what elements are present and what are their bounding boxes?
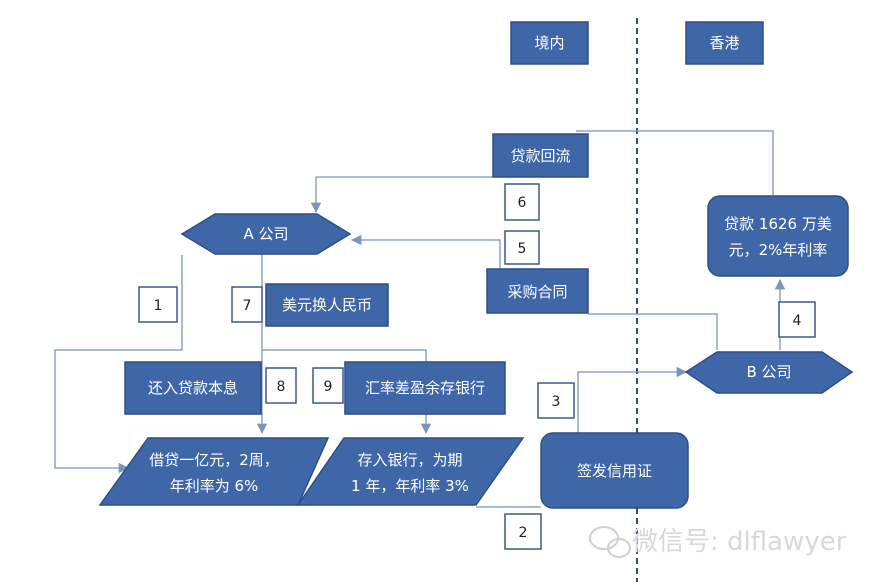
node-issue-lc-label: 签发信用证	[577, 462, 652, 480]
step-4-label: 4	[793, 313, 802, 329]
watermark: 微信号: dlflawyer	[589, 526, 847, 558]
step-4: 4	[778, 301, 816, 338]
node-usd-to-rmb: 美元换人民币	[265, 283, 389, 327]
region-hongkong-label: 香港	[709, 34, 739, 52]
node-company-a-label: A 公司	[243, 225, 288, 243]
node-purchase-contract: 采购合同	[486, 268, 589, 314]
connector-contract-to-a	[350, 234, 501, 268]
step-1-label: 1	[154, 298, 163, 314]
step-6: 6	[504, 183, 540, 221]
node-fx-gain-deposit-label: 汇率差盈余存银行	[365, 379, 485, 397]
region-hongkong: 香港	[685, 21, 764, 65]
node-loan-return-label: 贷款回流	[510, 147, 570, 165]
connector-hkloan-to-return	[576, 130, 774, 195]
step-2-label: 2	[519, 525, 528, 541]
connector-loan-return-to-a	[310, 176, 493, 214]
node-borrow-line2: 年利率为 6%	[170, 477, 259, 495]
node-deposit-line2: 1 年，年利率 3%	[351, 477, 469, 495]
node-hk-loan: 贷款 1626 万美 元，2%年利率	[707, 195, 849, 277]
step-9: 9	[312, 367, 344, 404]
node-hk-loan-line1: 贷款 1626 万美	[724, 215, 832, 233]
node-deposit-line1: 存入银行，为期	[357, 451, 462, 469]
step-7: 7	[231, 286, 263, 323]
node-company-b-label: B 公司	[746, 363, 791, 381]
step-8: 8	[265, 367, 297, 404]
connector-a-to-borrow	[54, 255, 183, 474]
node-deposit: 存入银行，为期 1 年，年利率 3%	[296, 437, 525, 506]
step-2: 2	[504, 513, 542, 550]
node-repay-loan-label: 还入贷款本息	[148, 379, 238, 397]
region-domestic: 境内	[510, 21, 589, 65]
region-domestic-label: 境内	[534, 34, 564, 52]
connector-contract-to-b	[588, 313, 718, 350]
connectors	[54, 130, 786, 508]
step-5: 5	[504, 230, 540, 265]
wechat-icon	[589, 526, 631, 558]
connector-lc-to-b	[577, 366, 688, 433]
watermark-text: 微信号: dlflawyer	[632, 527, 847, 557]
step-3-label: 3	[552, 394, 561, 410]
step-9-label: 9	[324, 379, 333, 395]
node-borrow-line1: 借贷一亿元，2周，	[149, 451, 279, 469]
node-usd-to-rmb-label: 美元换人民币	[282, 296, 372, 314]
node-issue-lc: 签发信用证	[540, 432, 689, 509]
node-hk-loan-line2: 元，2%年利率	[729, 241, 828, 259]
node-loan-return: 贷款回流	[492, 133, 589, 178]
step-8-label: 8	[277, 379, 286, 395]
node-borrow: 借贷一亿元，2周， 年利率为 6%	[98, 437, 330, 506]
node-company-b: B 公司	[684, 351, 854, 394]
step-6-label: 6	[518, 195, 527, 211]
step-3: 3	[537, 382, 575, 419]
step-1: 1	[138, 286, 178, 323]
step-5-label: 5	[518, 241, 527, 257]
step-7-label: 7	[243, 298, 252, 314]
node-repay-loan: 还入贷款本息	[124, 361, 262, 415]
node-fx-gain-deposit: 汇率差盈余存银行	[344, 361, 506, 415]
node-purchase-contract-label: 采购合同	[507, 283, 567, 301]
node-company-a: A 公司	[180, 213, 352, 255]
